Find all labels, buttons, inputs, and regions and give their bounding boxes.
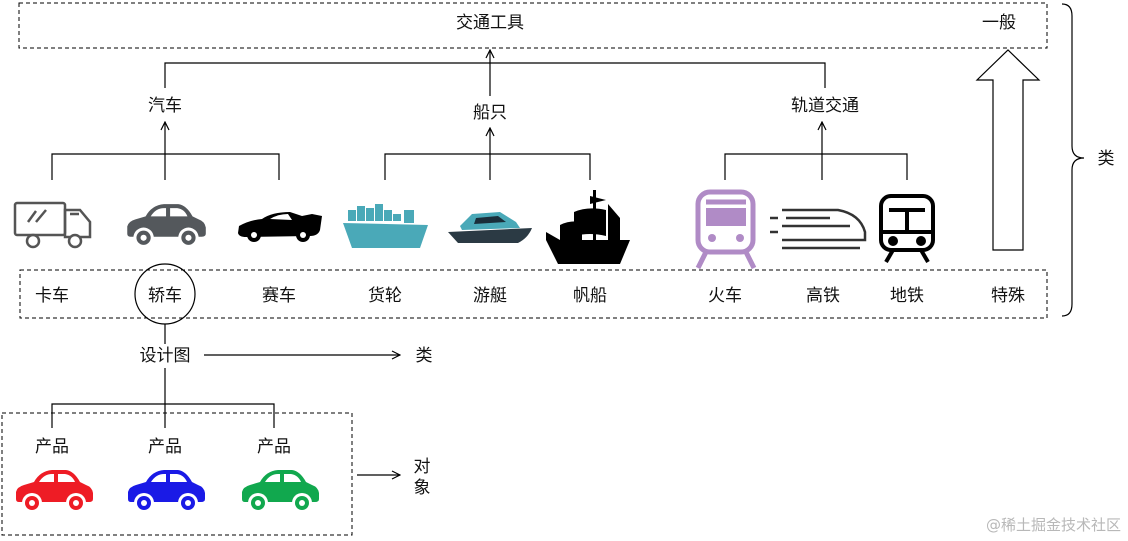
high-speed-train-icon bbox=[770, 208, 867, 250]
general-box bbox=[18, 2, 1048, 49]
ship-group-connector bbox=[384, 153, 591, 180]
item-special: 特殊 bbox=[991, 286, 1025, 306]
class-side-label: 类 bbox=[1098, 149, 1115, 169]
rail-group-connector bbox=[724, 153, 908, 180]
subway-icon bbox=[879, 194, 935, 264]
race-car-icon bbox=[238, 212, 322, 242]
class-brace bbox=[1061, 3, 1085, 317]
green-car-icon bbox=[242, 470, 319, 513]
cargo-ship-icon bbox=[343, 204, 428, 248]
watermark: @稀土掘金技术社区 bbox=[986, 516, 1121, 534]
item-subway: 地铁 bbox=[890, 286, 924, 306]
sailboat-icon bbox=[546, 190, 630, 264]
category-car: 汽车 bbox=[148, 96, 182, 116]
sedan-icon bbox=[127, 204, 206, 248]
product-connector bbox=[51, 403, 275, 428]
general-label: 一般 bbox=[982, 13, 1016, 33]
blueprint-label: 设计图 bbox=[140, 346, 191, 366]
item-sedan: 轿车 bbox=[148, 286, 182, 306]
items-box bbox=[19, 269, 1048, 319]
train-icon bbox=[695, 189, 757, 270]
blue-car-icon bbox=[128, 470, 205, 513]
top-label: 交通工具 bbox=[456, 13, 524, 33]
yacht-icon bbox=[448, 212, 532, 243]
category-connector bbox=[164, 62, 826, 88]
category-ship: 船只 bbox=[473, 103, 507, 123]
item-race-car: 赛车 bbox=[262, 285, 296, 306]
blueprint-class-label: 类 bbox=[416, 346, 433, 366]
item-train: 火车 bbox=[708, 286, 742, 306]
item-sailboat: 帆船 bbox=[573, 286, 607, 306]
item-yacht: 游艇 bbox=[473, 286, 507, 306]
item-truck: 卡车 bbox=[35, 286, 69, 306]
category-rail: 轨道交通 bbox=[791, 96, 859, 116]
objects-label-line2: 象 bbox=[414, 478, 431, 498]
product-label-2: 产品 bbox=[148, 437, 182, 457]
product-label-1: 产品 bbox=[35, 437, 69, 457]
specialization-up-arrow bbox=[975, 49, 1041, 251]
product-label-3: 产品 bbox=[257, 437, 291, 457]
objects-box bbox=[1, 412, 353, 536]
item-high-speed-train: 高铁 bbox=[806, 286, 840, 306]
truck-icon bbox=[13, 201, 92, 249]
item-cargo-ship: 货轮 bbox=[368, 286, 402, 306]
red-car-icon bbox=[16, 470, 93, 513]
objects-label-line1: 对 bbox=[414, 457, 431, 477]
